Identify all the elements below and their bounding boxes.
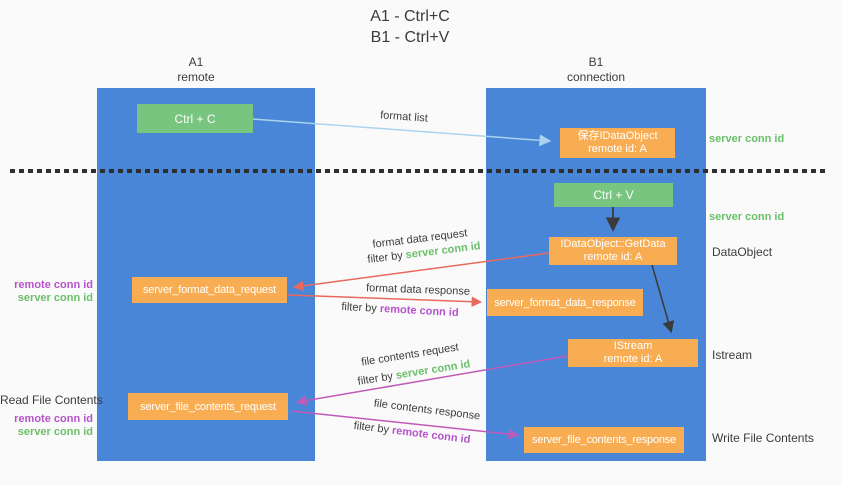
column-b1-subtitle: connection (566, 70, 626, 84)
node-getdata-line1: IDataObject::GetData (560, 238, 666, 250)
label-dataobject: DataObject (712, 245, 773, 259)
node-save-idataobject: 保存IDataObject remote id: A (560, 128, 675, 158)
dashed-separator-line (10, 169, 828, 173)
title-line-1: A1 - Ctrl+C (370, 8, 450, 25)
node-save-idataobject-line1: 保存IDataObject (577, 130, 658, 142)
column-header-a1: A1 remote (146, 55, 246, 85)
arrow-file-contents-request (295, 355, 568, 406)
label-left-server-conn-id-2: server conn id (17, 426, 93, 438)
label-write-file-contents: Write File Contents (712, 431, 814, 445)
node-ctrl-c: Ctrl + C (137, 104, 253, 133)
label-left-server-conn-id-1: server conn id (17, 292, 93, 304)
arrow-file-contents-response (290, 410, 520, 440)
column-b1-name: B1 (588, 55, 604, 69)
node-server-file-contents-response-label: server_file_contents_response (531, 434, 676, 446)
node-istream: IStream remote id: A (568, 339, 698, 367)
arrow-format-data-response (287, 294, 483, 307)
label-left-remote-conn-id-2: remote conn id (14, 413, 93, 425)
column-a1-name: A1 (188, 55, 204, 69)
label-read-file-contents: Read File Contents (0, 393, 103, 407)
label-right-server-conn-id-2: server conn id (709, 211, 785, 223)
node-server-format-data-request-label: server_format_data_request (143, 284, 276, 296)
node-ctrl-v: Ctrl + V (554, 183, 673, 207)
node-save-idataobject-line2: remote id: A (588, 143, 647, 155)
arrow-format-list (252, 118, 552, 147)
label-istream: Istream (712, 348, 753, 362)
label-left-remote-conn-id-1: remote conn id (14, 279, 93, 291)
label-right-server-conn-id-1: server conn id (709, 133, 785, 145)
node-server-file-contents-request-label: server_file_contents_request (140, 400, 276, 413)
arrow-format-data-request (292, 252, 550, 292)
node-ctrl-c-label: Ctrl + C (174, 111, 216, 126)
node-server-format-data-response: server_format_data_response (487, 289, 643, 316)
arrow-getdata-to-istream (651, 264, 675, 334)
node-getdata-line2: remote id: A (583, 251, 643, 263)
node-ctrl-v-label: Ctrl + V (593, 188, 634, 202)
diagram-title: A1 - Ctrl+C B1 - Ctrl+V (260, 6, 560, 48)
node-istream-line1: IStream (613, 340, 653, 352)
node-istream-line2: remote id: A (603, 353, 663, 365)
column-header-b1: B1 connection (546, 55, 646, 85)
node-server-format-data-response-label: server_format_data_response (494, 296, 636, 309)
node-getdata: IDataObject::GetData remote id: A (549, 237, 677, 265)
column-a1-subtitle: remote (177, 70, 215, 84)
node-server-format-data-request: server_format_data_request (132, 277, 287, 303)
node-server-file-contents-request: server_file_contents_request (128, 393, 288, 420)
title-line-2: B1 - Ctrl+V (370, 29, 450, 46)
node-server-file-contents-response: server_file_contents_response (524, 427, 684, 453)
filter-by-text: filter by (341, 300, 378, 315)
